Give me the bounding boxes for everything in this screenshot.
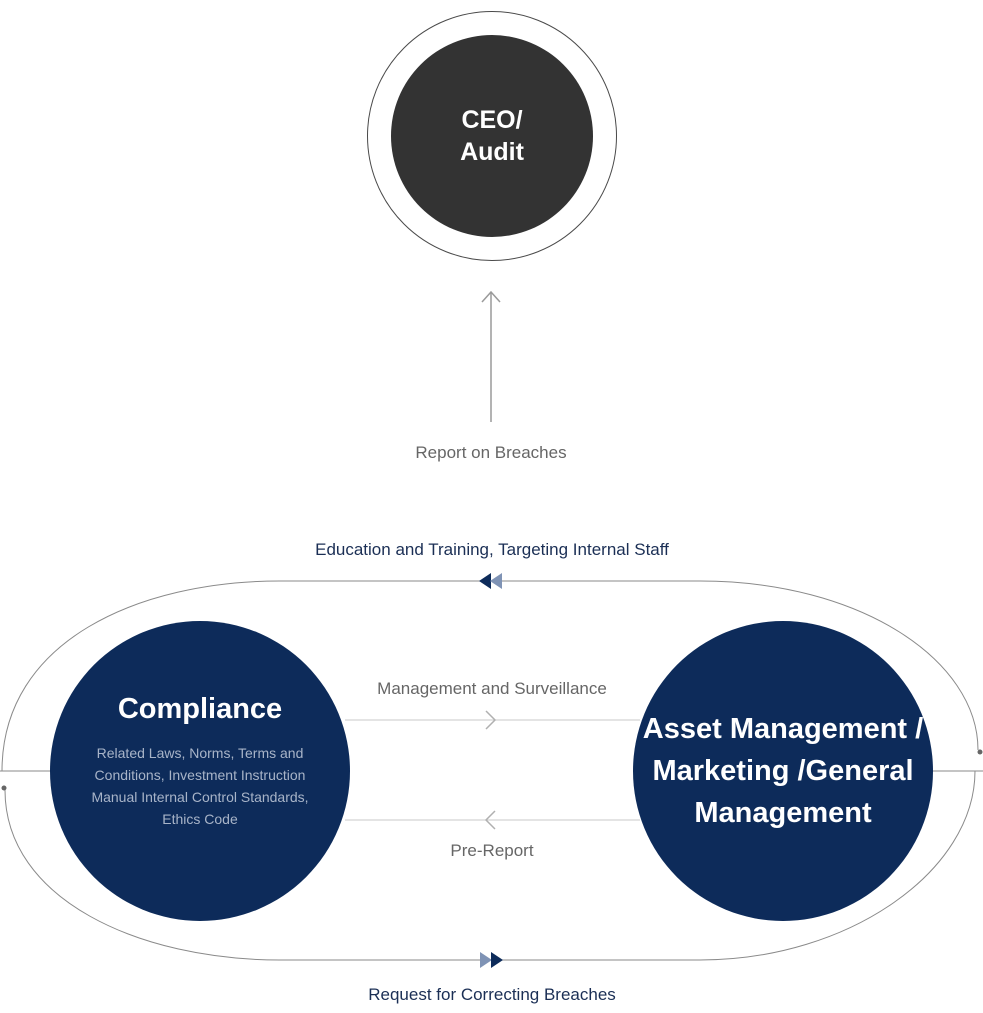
education-training-label: Education and Training, Targeting Intern… <box>315 540 669 559</box>
top-loop-marker-icon <box>479 573 502 589</box>
loop-end-dot-right <box>977 749 983 755</box>
surveillance-arrow-head <box>485 710 497 730</box>
ceo-label-line2: Audit <box>460 138 524 166</box>
request-correcting-label: Request for Correcting Breaches <box>368 985 616 1004</box>
pre-report-label: Pre-Report <box>450 841 534 860</box>
bottom-loop-marker-icon <box>480 952 503 968</box>
ceo-audit-label: CEO/ Audit <box>432 104 552 168</box>
compliance-title: Compliance <box>117 692 283 725</box>
management-surveillance-label: Management and Surveillance <box>377 679 607 698</box>
outer-loop-bottom <box>4 770 976 961</box>
asset-management-title: Asset Management / Marketing /General Ma… <box>642 713 924 829</box>
report-on-breaches-label: Report on Breaches <box>415 443 567 462</box>
outer-loop-top <box>1 580 979 772</box>
loop-end-dot-left <box>1 785 7 791</box>
ceo-label-line1: CEO/ <box>461 106 523 134</box>
pre-report-arrow-head <box>484 810 496 830</box>
compliance-node: Compliance Related Laws, Norms, Terms an… <box>50 621 350 921</box>
compliance-description: Related Laws, Norms, Terms and Condition… <box>91 744 309 827</box>
asset-management-node: Asset Management / Marketing /General Ma… <box>633 621 933 921</box>
report-arrow-head <box>481 290 501 303</box>
ceo-audit-node: CEO/ Audit <box>391 35 593 237</box>
